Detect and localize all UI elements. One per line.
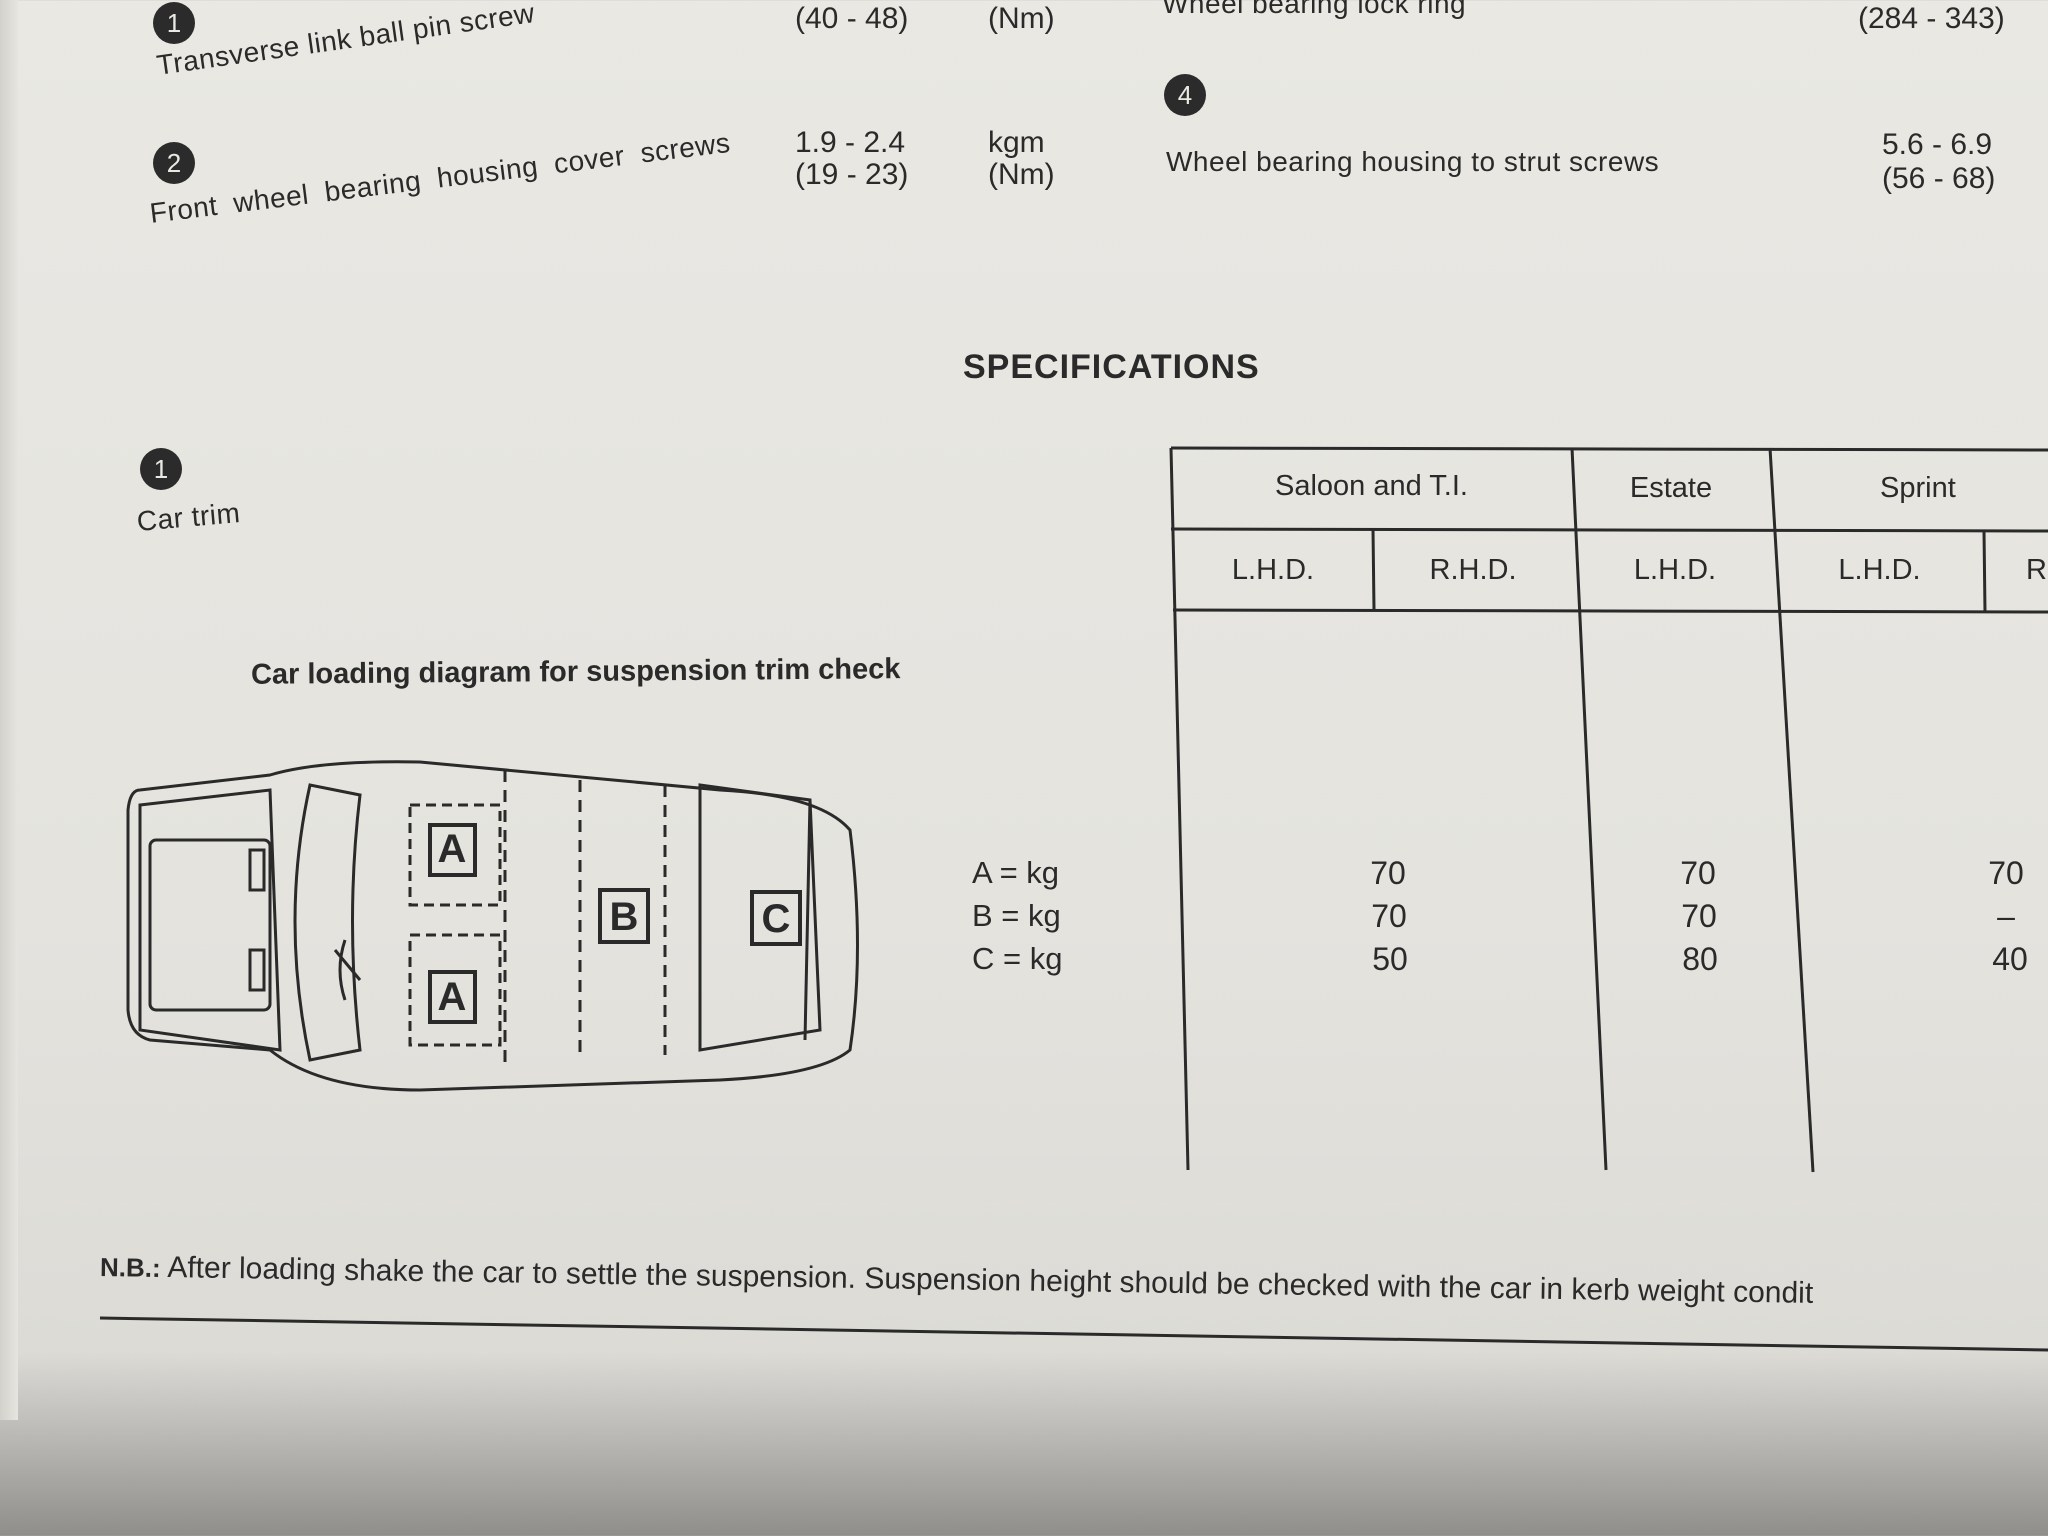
torque-item-label: Wheel bearing lock ring <box>1162 0 1467 19</box>
torque-value-kgm: 5.6 - 6.9 <box>1882 128 1993 161</box>
table-cell: 80 <box>1682 941 1718 977</box>
car-body-outline <box>126 760 859 1092</box>
item-number: 4 <box>1177 79 1193 110</box>
table-cell: 70 <box>1681 898 1717 934</box>
steering-wheel <box>333 939 362 1001</box>
load-box-label: A <box>438 827 467 871</box>
seat-front <box>408 803 502 907</box>
torque-unit-kgm: kgm <box>988 126 1045 159</box>
section-title: SPECIFICATIONS <box>963 348 1260 386</box>
table-cell: 50 <box>1372 941 1408 977</box>
load-box-label: A <box>438 975 467 1019</box>
load-box-a <box>428 970 477 1024</box>
table-cell: 70 <box>1988 855 2024 891</box>
item-number: 1 <box>166 7 182 38</box>
row-label: A = kg <box>972 855 1060 890</box>
rear-window-line <box>803 799 812 1041</box>
page-edge <box>0 0 18 1420</box>
item-number-badge: 1 <box>153 2 195 44</box>
table-cell: 70 <box>1370 855 1406 891</box>
table-group-header: Estate <box>1629 472 1713 504</box>
item-number: 1 <box>153 453 169 484</box>
table-group-header: Saloon and T.I. <box>1275 470 1468 502</box>
table-cell: 70 <box>1371 898 1407 934</box>
load-box-label: C <box>762 897 791 941</box>
bonnet-panel <box>148 838 272 1012</box>
item-number: 2 <box>166 147 182 178</box>
load-box-c <box>750 890 802 946</box>
load-box-b <box>598 888 650 944</box>
table-subheader: L.H.D. <box>1231 554 1315 586</box>
torque-value-nm: (19 - 23) <box>795 158 909 191</box>
torque-value-nm: (284 - 343) <box>1858 2 2005 35</box>
row-label: C = kg <box>972 941 1063 976</box>
item-number-badge: 1 <box>140 448 182 490</box>
item-number-badge: 2 <box>153 142 195 184</box>
torque-value-nm: (56 - 68) <box>1882 162 1996 195</box>
table-subheader: L.H.D. <box>1838 554 1921 586</box>
table-subheader: R.H.D. <box>1429 554 1517 586</box>
table-group-header: Sprint <box>1880 472 1956 504</box>
row-label: B = kg <box>972 898 1061 933</box>
torque-unit-nm: (Nm) <box>988 158 1055 191</box>
bonnet <box>138 788 282 1052</box>
table-subheader: R <box>2026 554 2047 586</box>
table-cell: 70 <box>1680 855 1716 891</box>
torque-value-nm: (40 - 48) <box>795 2 909 35</box>
torque-value-kgm: 1.9 - 2.4 <box>795 126 906 159</box>
seat-front <box>408 933 502 1047</box>
headlight-icon <box>248 848 266 892</box>
torque-item-label: Wheel bearing housing to strut screws <box>1166 146 1660 177</box>
car-loading-diagram: A B C A <box>126 760 859 1092</box>
load-box-label: B <box>610 895 639 939</box>
item-number-badge: 4 <box>1164 74 1206 116</box>
table-cell: 40 <box>1992 941 2028 977</box>
windscreen <box>293 783 362 1062</box>
headlight-icon <box>248 948 266 992</box>
torque-unit-nm: (Nm) <box>988 2 1055 35</box>
table-subheader: L.H.D. <box>1633 554 1717 586</box>
load-box-a <box>428 823 477 877</box>
rear-window <box>698 783 822 1052</box>
table-cell: – <box>1997 898 2015 934</box>
